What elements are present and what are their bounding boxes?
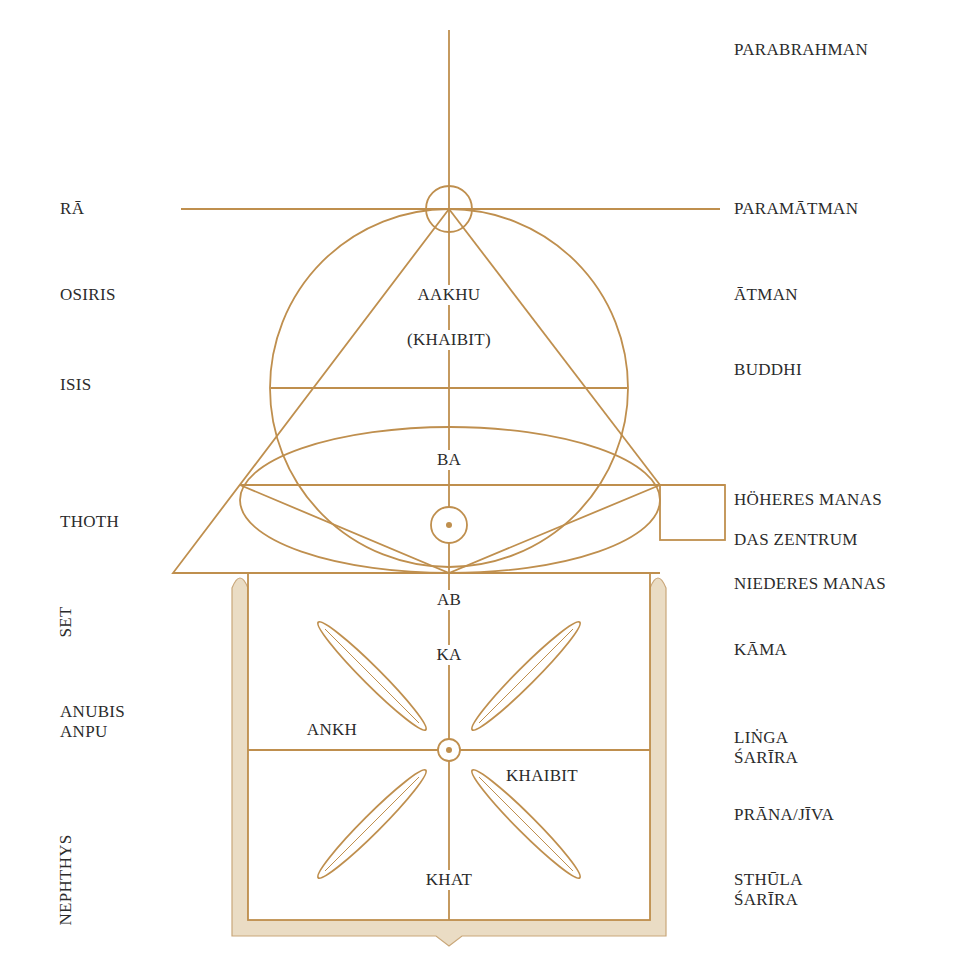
figure [173,30,725,946]
principle-label: STHŪLA ŚARĪRA [734,870,802,910]
circle-divider [271,387,627,389]
deity-label: RĀ [60,199,84,219]
principle-label: PARAMĀTMAN [734,199,858,219]
deity-label: SET [56,606,76,637]
principle-label: PRĀNA/JĪVA [734,805,834,825]
soul-part-label: BA [434,450,464,470]
soul-part-label: KA [433,645,464,665]
vertical-axis [448,30,450,920]
ankh-dot [446,747,452,753]
petal-vein [479,629,573,723]
soul-part-label: AAKHU [415,285,484,305]
petals [312,616,586,884]
principle-label: ĀTMAN [734,285,798,305]
manas-box [660,485,725,540]
downward-triangle [240,485,660,573]
manas-bar [240,484,725,486]
soul-part-label: ANKH [304,720,360,740]
soul-part-label: (KHAIBIT) [404,330,494,350]
petal-vein [325,629,419,723]
deity-label: THOTH [60,512,119,532]
principle-label: NIEDERES MANAS [734,574,886,594]
center-circle [431,507,467,543]
deity-label: ISIS [60,375,91,395]
center-dot [446,522,452,528]
petal [466,616,586,736]
deity-label: NEPHTHYS [56,834,76,925]
principle-label: PARABRAHMAN [734,40,868,60]
principle-label: DAS ZENTRUM [734,530,858,550]
soul-part-label: KHAT [423,870,476,890]
principle-label: HÖHERES MANAS [734,490,882,510]
petal-vein [325,777,419,871]
principle-label: BUDDHI [734,360,802,380]
ankh-circle [438,739,460,761]
soul-part-label: AB [434,590,464,610]
soul-part-label: KHAIBIT [503,766,581,786]
deity-label: OSIRIS [60,285,116,305]
deity-label: ANUBIS ANPU [60,702,125,742]
large-circle [270,209,628,567]
principle-label: LIṄGA ŚARĪRA [734,728,798,768]
petal [312,616,432,736]
petal-vein [479,777,573,871]
upward-triangle [173,209,660,573]
principle-label: KĀMA [734,640,787,660]
manas-ellipse [240,427,660,573]
petal [312,764,432,884]
petal [466,764,586,884]
